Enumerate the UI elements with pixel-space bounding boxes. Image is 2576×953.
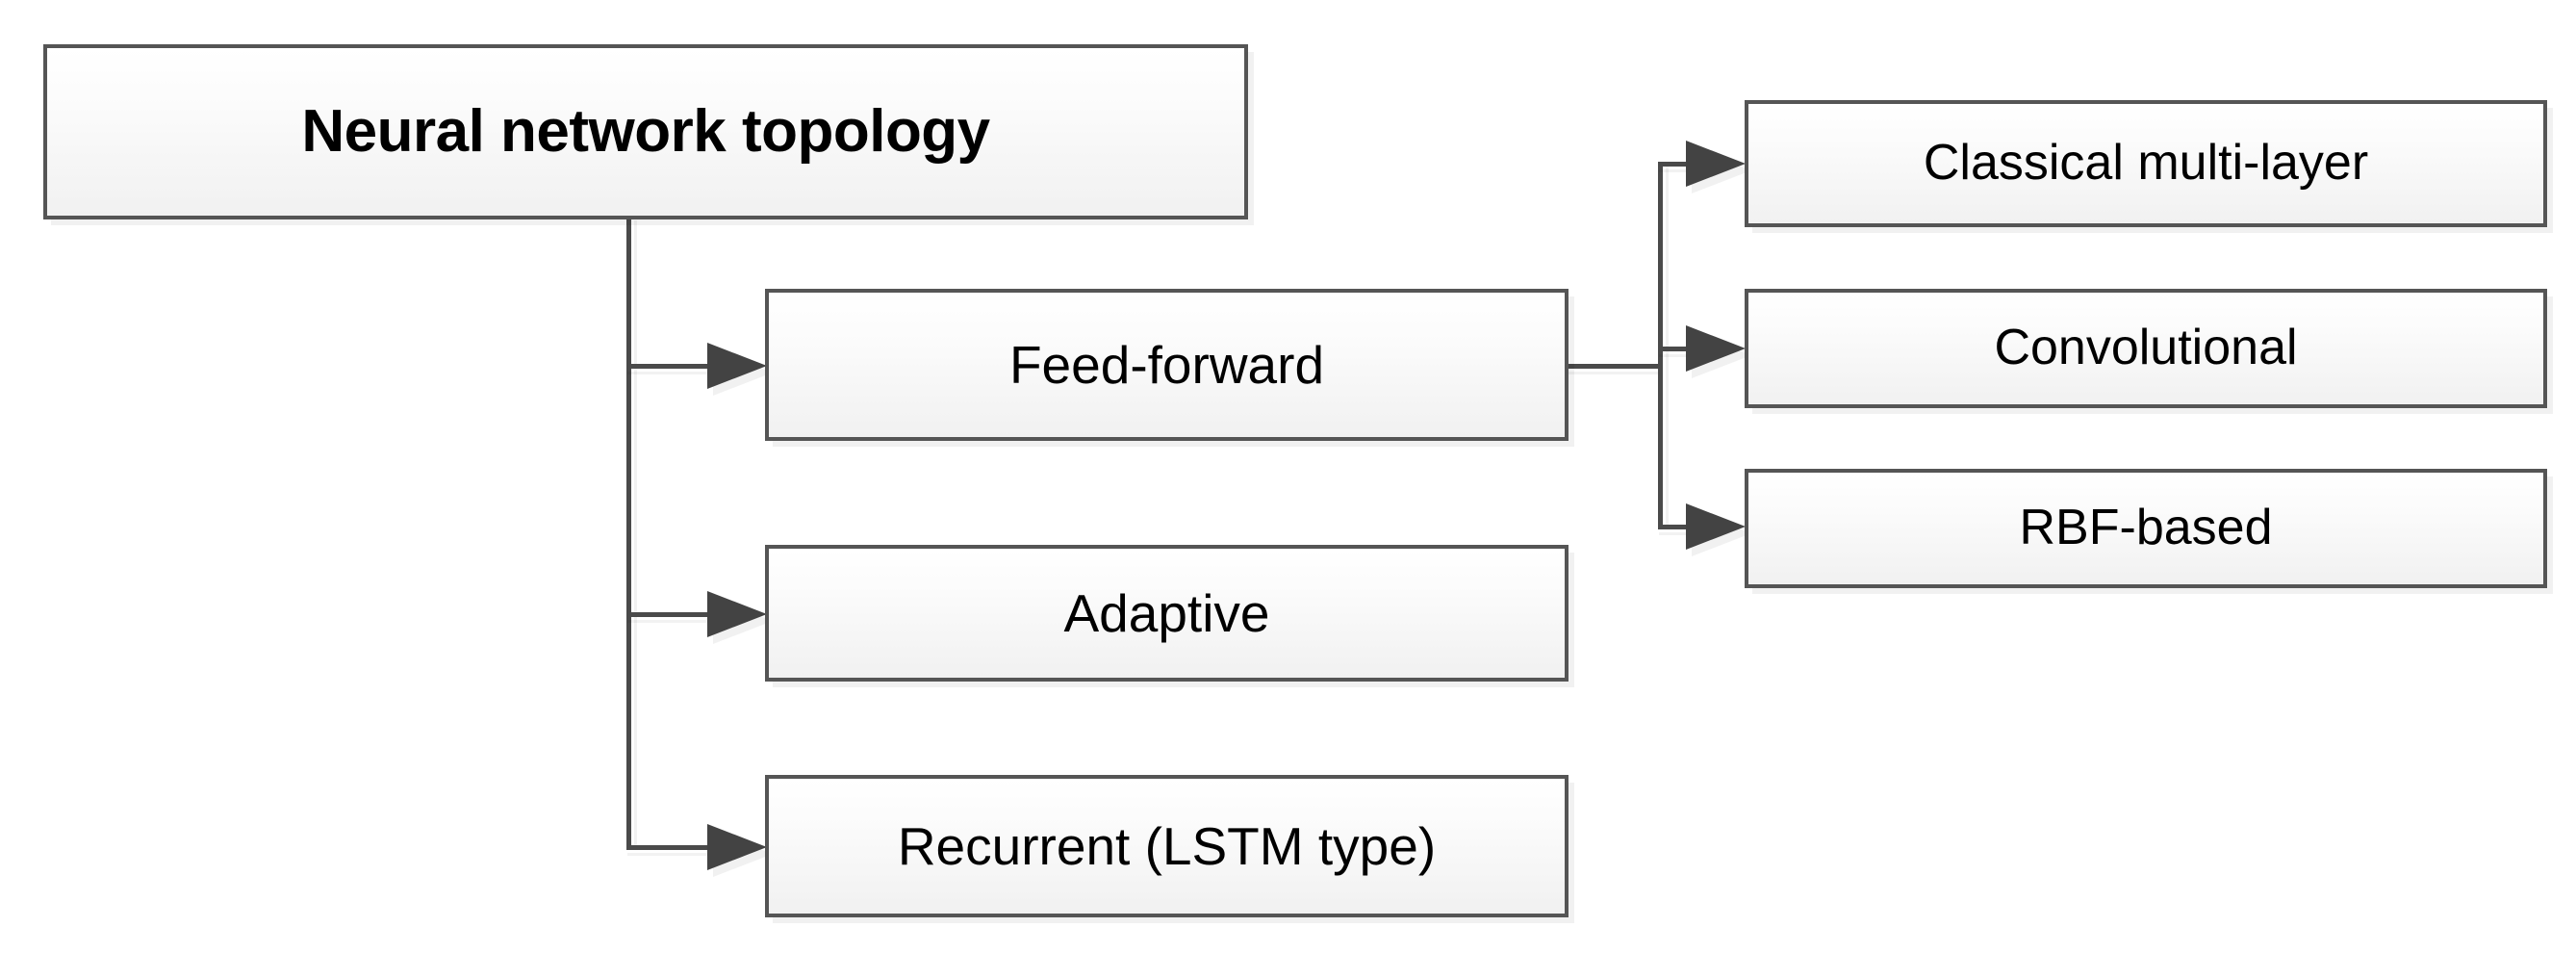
arrowhead-feed-forward-to-convolutional	[1686, 325, 1746, 372]
node-adaptive-label: Adaptive	[1063, 582, 1270, 643]
connector-feed-forward-to-classical	[1658, 162, 1691, 167]
arrowhead-feed-forward-to-rbf	[1686, 503, 1746, 550]
node-feed-forward-label: Feed-forward	[1008, 334, 1325, 395]
connector-root-to-adaptive	[626, 612, 713, 617]
arrowhead-feed-forward-to-classical	[1686, 141, 1746, 187]
arrowhead-root-to-recurrent	[707, 824, 767, 870]
connector-feed-forward-branch-vertical	[1658, 162, 1663, 529]
node-classical-multi-layer-label: Classical multi-layer	[1923, 135, 2369, 192]
connector-root-trunk-vertical	[626, 219, 631, 850]
node-rbf-based[interactable]: RBF-based	[1745, 469, 2547, 588]
connector-root-to-feed-forward	[626, 364, 713, 369]
node-root-label: Neural network topology	[301, 97, 990, 165]
node-rbf-based-label: RBF-based	[2019, 500, 2273, 556]
arrowhead-root-to-feed-forward	[707, 343, 767, 389]
node-recurrent-label: Recurrent (LSTM type)	[897, 815, 1437, 876]
arrowhead-root-to-adaptive	[707, 591, 767, 637]
connector-root-to-recurrent	[626, 845, 713, 850]
connector-feed-forward-to-rbf	[1658, 525, 1691, 529]
connector-feed-forward-to-convolutional	[1658, 347, 1691, 351]
node-adaptive[interactable]: Adaptive	[765, 545, 1569, 682]
node-convolutional-label: Convolutional	[1994, 320, 2298, 376]
node-recurrent[interactable]: Recurrent (LSTM type)	[765, 775, 1569, 917]
node-root[interactable]: Neural network topology	[43, 44, 1248, 219]
node-feed-forward[interactable]: Feed-forward	[765, 289, 1569, 441]
node-classical-multi-layer[interactable]: Classical multi-layer	[1745, 100, 2547, 227]
node-convolutional[interactable]: Convolutional	[1745, 289, 2547, 408]
connector-feed-forward-stub	[1568, 364, 1663, 369]
